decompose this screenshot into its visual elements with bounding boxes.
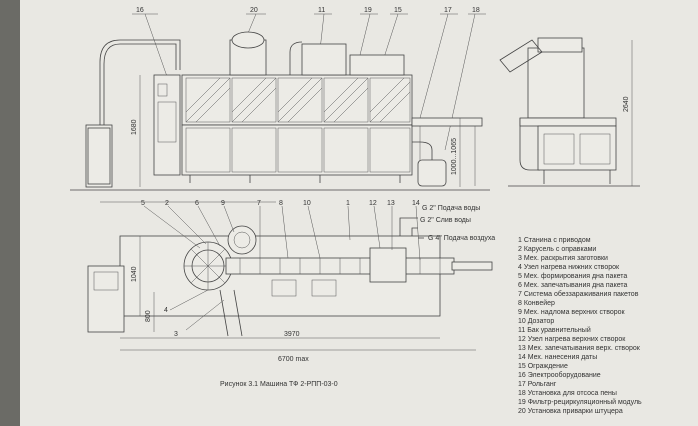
legend-item: 20 Установка приварки штуцера [518,408,623,415]
side-view: 2640 [499,37,640,187]
callout-11: 11 [318,7,325,14]
legend-item: 9 Мех. надлома верхних створок [518,309,625,316]
pipe-label-water-out: G 2" Слив воды [420,217,471,224]
dim-length-2: 6700 max [278,356,309,363]
technical-drawing: 1680 1000...1065 16 20 11 19 15 17 18 26… [70,7,640,388]
dim-height-1: 1680 [131,119,138,135]
callout-6: 6 [195,200,199,207]
legend-item: 1 Станина с приводом [518,237,591,244]
dim-width-2: 800 [145,310,152,322]
front-view: 1680 1000...1065 [70,13,490,191]
legend-item: 13 Мех. запечатывания верх. створок [518,345,640,352]
callout-18: 18 [472,7,480,14]
dim-width-1: 1040 [131,266,138,282]
callout-4: 4 [164,307,168,314]
plan-view: 1040 800 [87,201,493,351]
legend-item: 14 Мех. нанесения даты [518,354,598,361]
legend-item: 12 Узел нагрева верхних створок [518,336,626,343]
callout-3: 3 [174,331,178,338]
callout-10: 10 [303,200,311,207]
pipe-label-water-in: G 2" Подача воды [422,205,480,212]
dim-height-2: 1000...1065 [451,138,458,175]
pipe-label-air-in: G 4" Подача воздуха [428,235,495,242]
callout-8: 8 [279,200,283,207]
legend-item: 15 Ограждение [518,363,568,370]
legend-item: 10 Дозатор [518,318,555,325]
callout-20: 20 [250,7,258,14]
legend-item: 18 Установка для отсоса пены [518,390,617,397]
dim-height-3: 2640 [623,96,630,112]
legend-item: 19 Фильтр-рециркуляционный модуль [518,399,642,406]
callout-17: 17 [444,7,452,14]
legend-item: 6 Мех. запечатывания дна пакета [518,282,628,289]
callout-15: 15 [394,7,402,14]
callout-2: 2 [165,200,169,207]
callout-19: 19 [364,7,372,14]
callout-5: 5 [141,200,145,207]
callout-13: 13 [387,200,395,207]
legend-item: 17 Рольганг [518,381,557,388]
legend-item: 2 Карусель с оправками [518,246,597,253]
callout-16: 16 [136,7,144,14]
callout-7: 7 [257,200,261,207]
legend-item: 11 Бак уравнительный [518,327,591,334]
drawing-sheet: 1680 1000...1065 16 20 11 19 15 17 18 26… [20,0,698,426]
callout-9: 9 [221,200,225,207]
legend-item: 3 Мех. раскрытия заготовки [518,255,608,262]
legend-item: 4 Узел нагрева нижних створок [518,264,620,271]
callout-1: 1 [346,200,350,207]
legend-item: 16 Электрооборудование [518,372,601,379]
legend-item: 7 Система обеззараживания пакетов [518,291,639,298]
callout-14: 14 [412,200,420,207]
figure-caption: Рисунок 3.1 Машина ТФ 2-РПП-03-0 [220,381,338,388]
callout-12: 12 [369,200,377,207]
dim-length-1: 3970 [284,331,300,338]
legend-item: 8 Конвейер [518,300,555,307]
legend-item: 5 Мех. формирования дна пакета [518,273,628,280]
